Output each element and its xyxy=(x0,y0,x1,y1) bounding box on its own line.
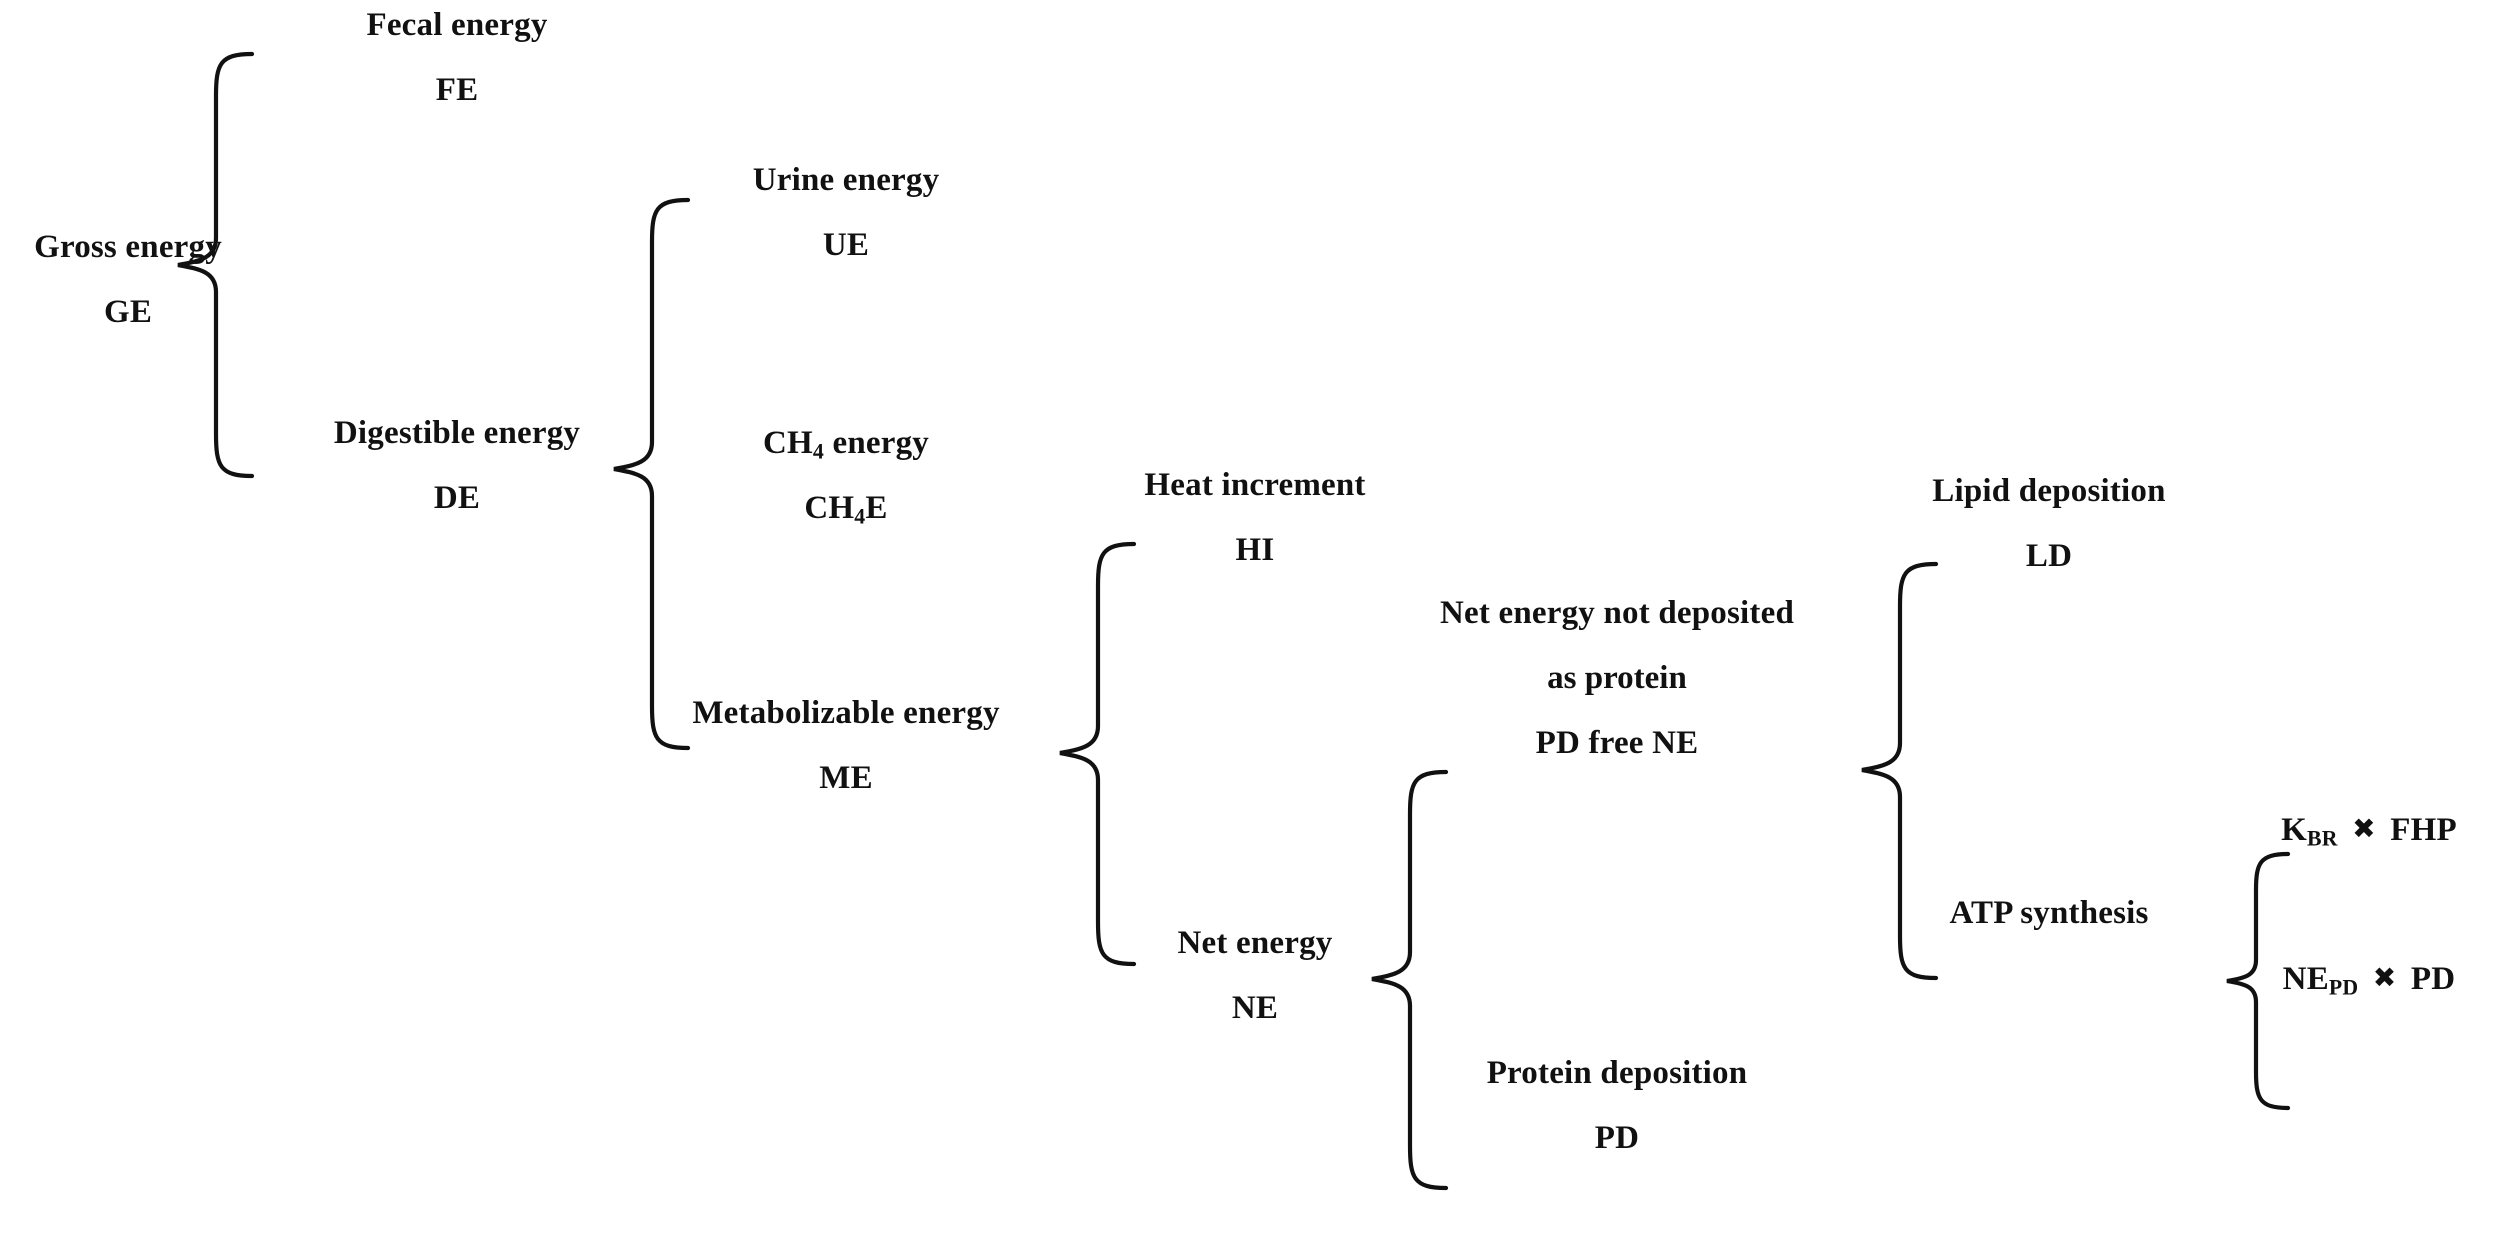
node-pd-free-ne: Net energy not deposited as protein PD f… xyxy=(1440,588,1794,769)
node-digestible-energy: Digestible energy DE xyxy=(334,408,580,524)
node-lipid-deposition: Lipid deposition LD xyxy=(1932,466,2165,582)
node-lipid-deposition-abbr: LD xyxy=(2025,538,2073,575)
node-urine-energy-abbr: UE xyxy=(822,227,870,264)
node-ch4-energy-title: CH4 energy xyxy=(763,425,929,464)
node-pd-free-ne-title2: as protein xyxy=(1547,660,1687,697)
node-net-energy: Net energy NE xyxy=(1177,918,1332,1034)
node-gross-energy: Gross energy GE xyxy=(34,222,222,338)
node-gross-energy-abbr: GE xyxy=(103,294,153,331)
node-net-energy-abbr: NE xyxy=(1231,990,1279,1027)
node-kbr-fhp: KBR ✖ FHP xyxy=(2281,805,2457,856)
node-fecal-energy: Fecal energy FE xyxy=(366,0,547,116)
node-metabolizable-energy: Metabolizable energy ME xyxy=(692,688,999,804)
node-digestible-energy-abbr: DE xyxy=(433,480,481,517)
node-nepd-pd: NEPD ✖ PD xyxy=(2283,954,2456,1005)
brace-digestible-energy xyxy=(608,196,694,752)
node-heat-increment-abbr: HI xyxy=(1235,532,1275,569)
node-ch4-energy-abbr: CH4E xyxy=(804,490,888,530)
brace-net-energy xyxy=(1366,768,1452,1192)
node-protein-deposition-title: Protein deposition xyxy=(1486,1055,1748,1091)
node-urine-energy: Urine energy UE xyxy=(753,155,940,271)
node-urine-energy-title: Urine energy xyxy=(752,162,940,198)
node-gross-energy-title: Gross energy xyxy=(34,229,222,265)
node-pd-free-ne-abbr: PD free NE xyxy=(1535,725,1699,762)
node-heat-increment-title: Heat increment xyxy=(1144,467,1366,503)
node-atp-synthesis-title: ATP synthesis xyxy=(1949,895,2149,931)
node-nepd-pd-title: NEPD ✖ PD xyxy=(2282,961,2456,1000)
node-pd-free-ne-title: Net energy not deposited xyxy=(1439,595,1795,631)
brace-pd-free-ne xyxy=(1856,560,1942,982)
node-kbr-fhp-title: KBR ✖ FHP xyxy=(2281,812,2457,851)
node-atp-synthesis: ATP synthesis xyxy=(1949,888,2148,939)
node-fecal-energy-abbr: FE xyxy=(435,72,479,109)
node-metabolizable-energy-title: Metabolizable energy xyxy=(692,695,1000,731)
node-fecal-energy-title: Fecal energy xyxy=(366,7,548,43)
node-heat-increment: Heat increment HI xyxy=(1144,460,1365,576)
brace-metabolizable-energy xyxy=(1054,540,1140,968)
node-lipid-deposition-title: Lipid deposition xyxy=(1932,473,2166,509)
node-protein-deposition: Protein deposition PD xyxy=(1487,1048,1748,1164)
node-protein-deposition-abbr: PD xyxy=(1594,1120,1640,1157)
node-net-energy-title: Net energy xyxy=(1177,925,1333,961)
brace-gross-energy xyxy=(172,50,258,480)
node-ch4-energy: CH4 energy CH4E xyxy=(763,418,929,535)
node-metabolizable-energy-abbr: ME xyxy=(819,760,873,797)
brace-atp-synthesis xyxy=(2222,850,2294,1112)
node-digestible-energy-title: Digestible energy xyxy=(333,415,581,451)
